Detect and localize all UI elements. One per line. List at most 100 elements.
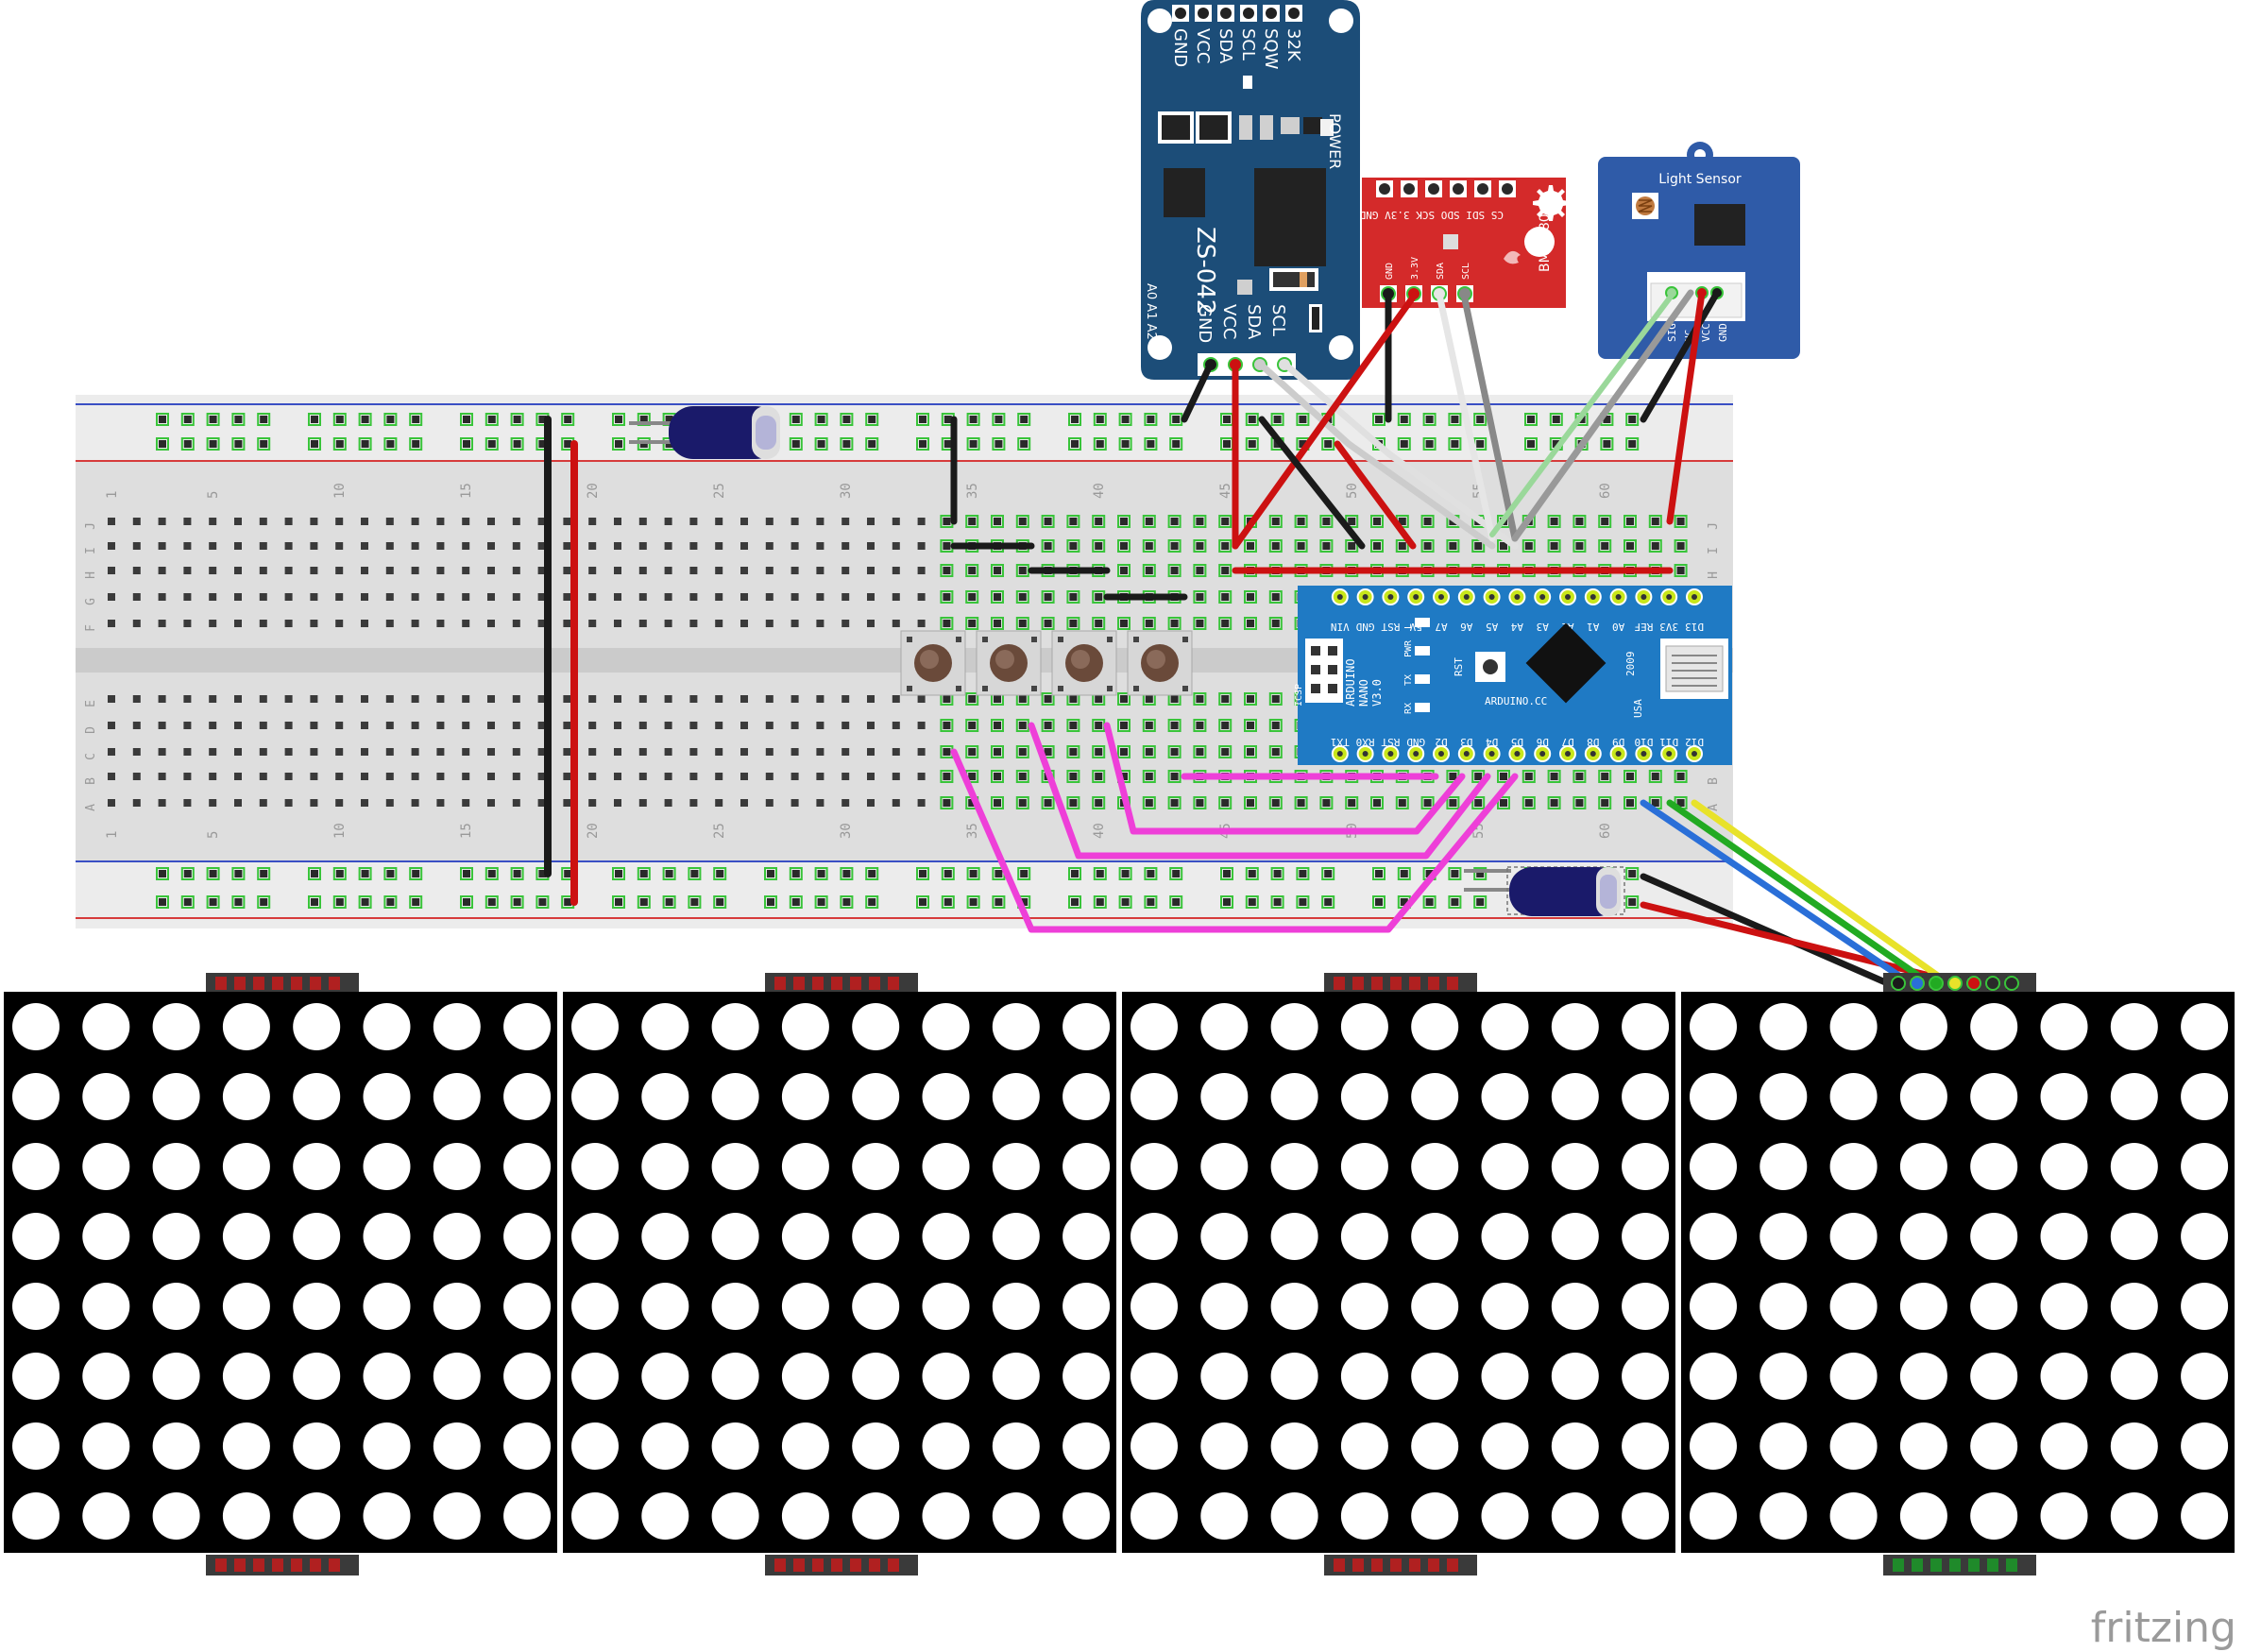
matrix-led	[1270, 1003, 1318, 1050]
breadboard-hole	[259, 748, 267, 756]
rail-hole	[1172, 870, 1181, 877]
breadboard-hole	[234, 567, 242, 574]
rtc-mount-hole	[1148, 335, 1172, 360]
matrix-led	[1622, 1143, 1670, 1190]
matrix-led	[1622, 1213, 1670, 1260]
breadboard-hole	[436, 620, 445, 627]
matrix-led	[1690, 1143, 1737, 1190]
breadboard-hole	[917, 695, 926, 703]
matrix-led	[1411, 1422, 1459, 1470]
breadboard-hole	[132, 722, 141, 729]
breadboard-hole	[487, 773, 495, 780]
rail-hole	[1096, 440, 1104, 448]
matrix-led	[1130, 1003, 1178, 1050]
breadboard-hole	[563, 722, 571, 729]
matrix-led	[1622, 1073, 1670, 1120]
rail-hole	[564, 416, 572, 423]
column-number: 60	[1598, 483, 1613, 499]
tactile-button[interactable]	[976, 630, 1042, 696]
nano-pin-label: A1	[1587, 621, 1599, 633]
breadboard-hole	[310, 620, 318, 627]
rail-hole	[1400, 440, 1408, 448]
breadboard-hole	[1626, 773, 1634, 780]
bme-mount-hole	[1524, 227, 1555, 257]
matrix-led	[12, 1283, 60, 1330]
matrix-led	[2110, 1353, 2158, 1400]
matrix-led	[12, 1492, 60, 1540]
rail-hole	[1273, 870, 1282, 877]
breadboard-hole	[842, 620, 850, 627]
breadboard-hole	[740, 567, 748, 574]
breadboard-hole	[994, 518, 1001, 525]
matrix-led	[641, 1073, 689, 1120]
breadboard-hole	[385, 518, 394, 525]
breadboard-hole	[1247, 593, 1254, 601]
breadboard-hole	[1095, 518, 1103, 525]
matrix-led	[433, 1213, 481, 1260]
tactile-button[interactable]	[1127, 630, 1193, 696]
breadboard-hole	[1322, 542, 1331, 550]
breadboard-hole	[638, 567, 647, 574]
breadboard-hole	[1145, 518, 1153, 525]
rail-hole	[487, 440, 496, 448]
matrix-led	[781, 1003, 829, 1050]
rtc-eeprom	[1164, 168, 1205, 217]
rail-hole	[463, 870, 470, 877]
column-number: 5	[206, 491, 221, 499]
matrix-led	[363, 1492, 411, 1540]
matrix-led	[1411, 1283, 1459, 1330]
rail-hole	[639, 898, 648, 906]
matrix-led	[641, 1353, 689, 1400]
matrix-led	[82, 1422, 130, 1470]
matrix-led	[12, 1353, 60, 1400]
rtc-model-label: ZS-042	[1191, 227, 1219, 315]
breadboard-hole	[790, 593, 799, 601]
breadboard-hole	[1575, 518, 1584, 525]
breadboard-hole	[259, 799, 267, 807]
breadboard-hole	[462, 593, 470, 601]
column-number: 1	[105, 491, 120, 499]
matrix-led	[571, 1073, 619, 1120]
column-number: 35	[965, 483, 980, 499]
rail-hole	[1552, 440, 1560, 448]
wire-black	[1640, 873, 1902, 992]
matrix-led	[2181, 1143, 2229, 1190]
rail-hole	[1147, 416, 1155, 423]
breadboard-hole	[335, 748, 344, 756]
rail-hole	[690, 898, 699, 906]
breadboard-hole	[867, 773, 875, 780]
breadboard-hole	[1651, 773, 1659, 780]
breadboard-hole	[158, 518, 166, 525]
rail-hole	[1451, 898, 1459, 906]
breadboard-hole	[108, 567, 115, 574]
matrix-body	[4, 992, 557, 1553]
matrix-led	[641, 1492, 689, 1540]
breadboard-hole	[385, 722, 394, 729]
tactile-button[interactable]	[1051, 630, 1117, 696]
breadboard-hole	[234, 722, 242, 729]
rail-hole	[716, 870, 724, 877]
matrix-led	[1130, 1422, 1178, 1470]
breadboard-hole	[487, 799, 495, 807]
rail-hole	[969, 440, 978, 448]
breadboard-hole	[259, 542, 267, 550]
breadboard-hole	[689, 799, 698, 807]
rail-hole	[1425, 416, 1434, 423]
matrix-led	[1411, 1143, 1459, 1190]
rail-hole	[842, 440, 851, 448]
breadboard-hole	[689, 567, 698, 574]
tactile-button[interactable]	[900, 630, 966, 696]
matrix-led	[571, 1003, 619, 1050]
matrix-led	[1062, 1143, 1111, 1190]
breadboard-hole	[664, 695, 672, 703]
rail-hole	[513, 416, 521, 423]
rail-hole	[1400, 898, 1408, 906]
matrix-led	[503, 1492, 552, 1540]
rail-hole	[639, 870, 648, 877]
breadboard-hole	[1221, 518, 1230, 525]
matrix-led	[1340, 1073, 1388, 1120]
breadboard-hole	[462, 695, 470, 703]
breadboard-hole	[790, 695, 799, 703]
matrix-led	[992, 1283, 1040, 1330]
